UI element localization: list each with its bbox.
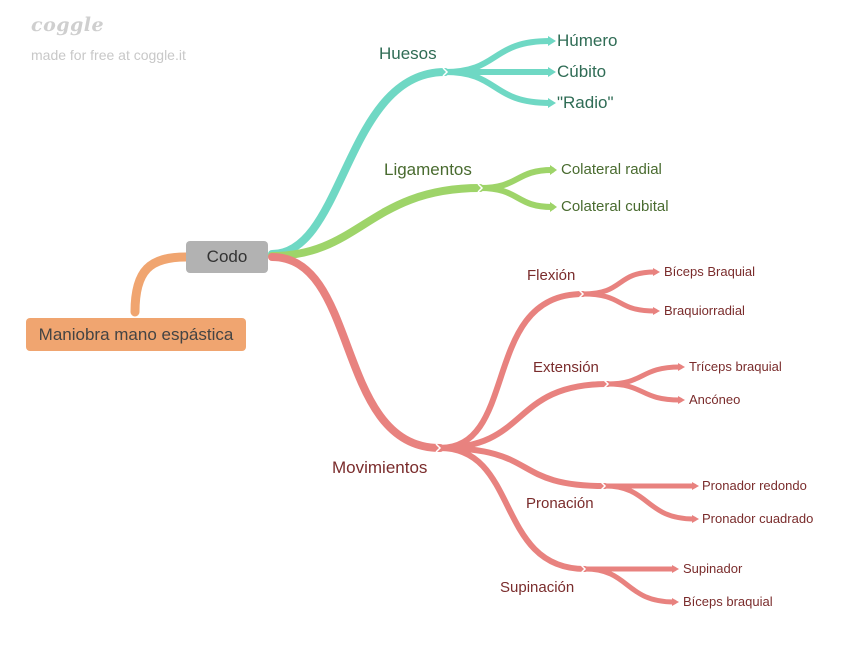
node-triceps-braquial[interactable]: Tríceps braquial bbox=[689, 359, 782, 374]
node-extension[interactable]: Extensión bbox=[533, 359, 599, 376]
node-supinacion[interactable]: Supinación bbox=[500, 579, 575, 596]
edge-radio bbox=[442, 69, 553, 106]
node-radio[interactable]: "Radio" bbox=[557, 93, 614, 112]
junction-chevrons bbox=[435, 67, 610, 574]
edge-biceps-braquial-1 bbox=[580, 269, 658, 297]
connector-pinned-note bbox=[130, 252, 191, 317]
node-ligamentos[interactable]: Ligamentos bbox=[384, 160, 472, 179]
edge-colateral-radial bbox=[477, 167, 555, 191]
branch-pronacion bbox=[437, 445, 608, 489]
node-pronador-redondo[interactable]: Pronador redondo bbox=[702, 478, 807, 493]
node-biceps-braquial-flexion[interactable]: Bíceps Braquial bbox=[664, 264, 756, 279]
node-colateral-cubital[interactable]: Colateral cubital bbox=[561, 198, 669, 215]
node-colateral-radial[interactable]: Colateral radial bbox=[561, 161, 662, 178]
node-huesos[interactable]: Huesos bbox=[379, 44, 437, 63]
branch-movimientos bbox=[268, 253, 444, 452]
arrow-tips-teal bbox=[548, 36, 556, 108]
branch-huesos bbox=[268, 68, 449, 258]
coggle-logo[interactable]: coggle bbox=[31, 14, 105, 36]
node-flexion[interactable]: Flexión bbox=[527, 267, 576, 284]
branch-flexion bbox=[437, 291, 586, 451]
edge-anconeo bbox=[605, 381, 683, 403]
root-node-codo[interactable]: Codo bbox=[186, 241, 268, 273]
pinned-note-node[interactable]: Maniobra mano espástica bbox=[26, 318, 246, 351]
edge-triceps bbox=[605, 364, 683, 387]
edge-pronador-cuadrado bbox=[602, 483, 697, 522]
edge-biceps-braquial-2 bbox=[582, 566, 677, 605]
node-anconeo[interactable]: Ancóneo bbox=[689, 392, 741, 407]
brand-note[interactable]: made for free at coggle.it bbox=[31, 47, 186, 63]
branch-extension bbox=[437, 381, 611, 451]
arrow-tips-green bbox=[550, 165, 557, 212]
edge-braquiorradial bbox=[580, 291, 658, 314]
edge-humero bbox=[442, 38, 553, 75]
node-cubito[interactable]: Cúbito bbox=[557, 62, 607, 81]
node-braquiorradial[interactable]: Braquiorradial bbox=[664, 303, 745, 318]
arrow-tips-red bbox=[653, 268, 699, 606]
edge-colateral-cubital bbox=[477, 185, 555, 210]
node-humero[interactable]: Húmero bbox=[557, 31, 618, 50]
node-movimientos[interactable]: Movimientos bbox=[332, 458, 428, 477]
node-pronacion[interactable]: Pronación bbox=[526, 495, 594, 512]
branch-ligamentos bbox=[268, 184, 484, 260]
node-biceps-braquial-supinacion[interactable]: Bíceps braquial bbox=[683, 594, 773, 609]
branch-supinacion bbox=[437, 445, 588, 572]
node-pronador-cuadrado[interactable]: Pronador cuadrado bbox=[702, 511, 814, 526]
node-supinador[interactable]: Supinador bbox=[683, 561, 743, 576]
